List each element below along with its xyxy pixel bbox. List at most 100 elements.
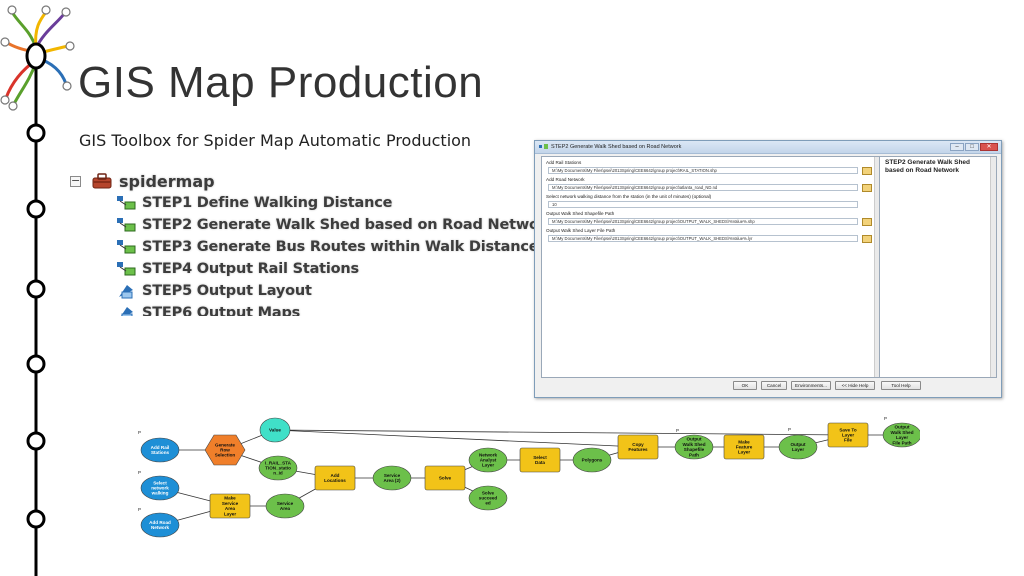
browse-folder-icon[interactable] — [862, 184, 872, 192]
parameters-scrollbar[interactable] — [874, 157, 880, 377]
model-tool-icon — [117, 196, 136, 210]
parameters-pane: Add Rail Stations M:\My Documents\My Fil… — [541, 156, 881, 378]
parameter-marker: P — [788, 427, 791, 432]
road-network-input[interactable]: M:\My Documents\My Files\psei\2013Spring… — [548, 184, 858, 191]
model-node-label: Value — [269, 428, 281, 433]
toolbox-item[interactable]: STEP3 Generate Bus Routes within Walk Di… — [116, 236, 590, 258]
model-tool-icon — [117, 218, 136, 232]
help-scrollbar[interactable] — [990, 157, 996, 377]
model-node-value[interactable]: Value — [259, 417, 291, 443]
hide-help-button[interactable]: << Hide Help — [835, 381, 875, 390]
toolbox-item-label: STEP5 Output Layout — [142, 283, 312, 299]
model-tool-icon — [117, 240, 136, 254]
model-tool-icon — [117, 262, 136, 276]
browse-folder-icon[interactable] — [862, 218, 872, 226]
timeline-hub — [25, 42, 47, 70]
browse-folder-icon[interactable] — [862, 235, 872, 243]
toolbox-tree: − spidermap STEP1 Define Walking Distanc… — [70, 170, 590, 316]
branch-ends — [0, 5, 75, 111]
walking-distance-input[interactable]: 10 — [548, 201, 858, 208]
dialog-title: STEP2 Generate Walk Shed based on Road N… — [551, 144, 682, 150]
param-label: Output Walk Shed Shapefile Path — [546, 211, 615, 216]
connector-line — [274, 429, 639, 448]
minimize-button[interactable]: – — [950, 143, 964, 151]
toolbox-label: spidermap — [119, 171, 215, 191]
toolbox-root[interactable]: − spidermap — [70, 170, 215, 192]
param-label: Output Walk Shed Layer File Path — [546, 228, 616, 233]
model-tool-icon — [539, 144, 548, 149]
model-node-polygons[interactable]: Polygons — [572, 447, 612, 473]
toolbox-item[interactable]: STEP1 Define Walking Distance — [116, 192, 392, 214]
model-node-label: Solve — [439, 476, 452, 481]
toolbox-item-label: STEP4 Output Rail Stations — [142, 261, 359, 277]
param-label: Add Road Network — [546, 177, 585, 182]
toolbox-item[interactable]: STEP2 Generate Walk Shed based on Road N… — [116, 214, 555, 236]
toolbox-item-label: STEP1 Define Walking Distance — [142, 195, 393, 211]
tool-dialog: STEP2 Generate Walk Shed based on Road N… — [534, 140, 1002, 398]
help-title: STEP2 Generate Walk Shed based on Road N… — [885, 159, 971, 174]
connector-line — [274, 429, 849, 436]
toolbox-item[interactable]: STEP4 Output Rail Stations — [116, 258, 359, 280]
model-node-solve[interactable]: Solve — [424, 465, 466, 491]
close-button[interactable]: ✕ — [980, 143, 998, 151]
environments-button[interactable]: Environments... — [791, 381, 831, 390]
dialog-titlebar[interactable]: STEP2 Generate Walk Shed based on Road N… — [535, 141, 1001, 154]
browse-folder-icon[interactable] — [862, 167, 872, 175]
timeline-nodes — [26, 123, 46, 529]
window-controls: – □ ✕ — [950, 143, 998, 151]
toolbox-item-label: STEP3 Generate Bus Routes within Walk Di… — [142, 239, 590, 255]
toolbox-icon — [92, 173, 112, 189]
toolbox-item[interactable]: STEP6 Output Maps — [116, 302, 300, 316]
slide-subtitle: GIS Toolbox for Spider Map Automatic Pro… — [79, 131, 472, 150]
toolbox-item-label: STEP2 Generate Walk Shed based on Road N… — [142, 217, 556, 233]
model-node-label: Polygons — [582, 458, 603, 463]
cancel-button[interactable]: Cancel — [761, 381, 787, 390]
toolbox-item[interactable]: STEP5 Output Layout — [116, 280, 312, 302]
tool-help-button[interactable]: Tool Help — [881, 381, 921, 390]
ok-button[interactable]: OK — [733, 381, 757, 390]
rail-stations-input[interactable]: M:\My Documents\My Files\psei\2013Spring… — [548, 167, 858, 174]
collapse-icon[interactable]: − — [70, 173, 81, 187]
shapefile-path-input[interactable]: M:\My Documents\My Files\psei\2013Spring… — [548, 218, 858, 225]
layer-file-path-input[interactable]: M:\My Documents\My Files\psei\2013Spring… — [548, 235, 858, 242]
dialog-buttons: OK Cancel Environments... << Hide Help T… — [535, 381, 1001, 395]
maximize-button[interactable]: □ — [965, 143, 979, 151]
decorative-timeline — [0, 5, 75, 576]
